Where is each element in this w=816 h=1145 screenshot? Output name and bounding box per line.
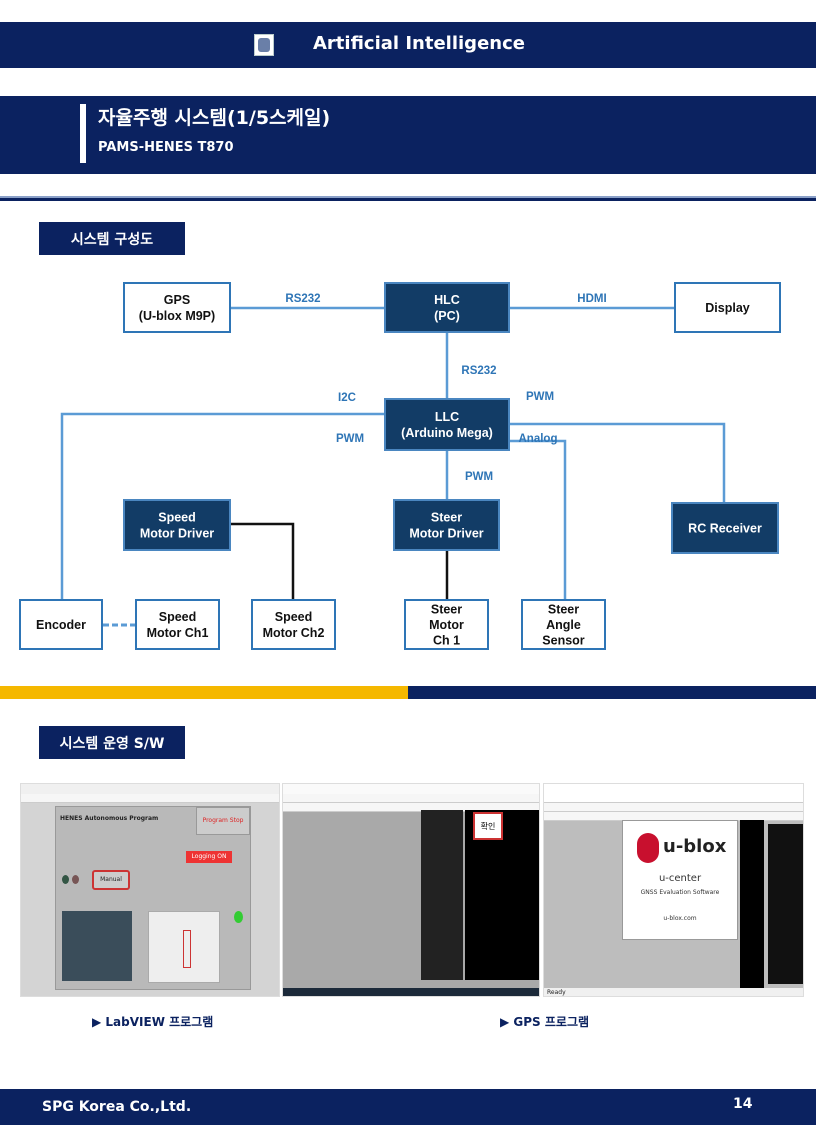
section-label-architecture: 시스템 구성도 [39, 222, 185, 255]
manual-button[interactable]: Manual [92, 870, 130, 890]
link-label-llc-encoder: I2C [338, 392, 356, 404]
gps-monitor-screenshot: 확인 [282, 783, 540, 997]
divider-navy [408, 686, 816, 699]
section-label-software: 시스템 운영 S/W [39, 726, 185, 759]
link-label-gps-hlc: RS232 [285, 293, 320, 305]
node-display [674, 282, 781, 333]
node-label: LLC [435, 410, 459, 424]
node-label: Steer [431, 511, 462, 525]
page-title: 자율주행 시스템(1/5스케일) [98, 107, 331, 129]
node-label: Display [705, 301, 750, 315]
node-label: GPS [164, 293, 190, 307]
node-hlc [384, 282, 510, 333]
node-label: Motor Ch2 [263, 626, 325, 640]
node-label: Sensor [542, 634, 585, 648]
ucenter-splash: u-blox u-center GNSS Evaluation Software… [622, 820, 738, 940]
node-encoder [19, 599, 103, 650]
node-speed-ch2 [251, 599, 336, 650]
llc-encoder-link [60, 412, 385, 600]
title-band [0, 96, 816, 174]
link-label-hlc-display: HDMI [577, 293, 606, 305]
divider [0, 198, 816, 201]
node-label: HLC [434, 293, 460, 307]
speed-driver-ch2-link [230, 522, 295, 600]
emblem-icon [254, 34, 274, 56]
node-label: Steer [548, 603, 579, 617]
caption-gps: ▶ GPS 프로그램 [500, 1015, 590, 1029]
labview-screenshot: HENES Autonomous Program Program Stop Lo… [20, 783, 280, 997]
category-title: Artificial Intelligence [313, 33, 525, 54]
caption-labview: ▶ LabVIEW 프로그램 [92, 1015, 214, 1029]
node-label: (Arduino Mega) [401, 426, 493, 440]
node-label: RC Receiver [688, 522, 762, 536]
llc-rc-link [509, 422, 726, 503]
status-bar: Ready [544, 988, 803, 996]
node-speed-driver [123, 499, 231, 551]
title-accent-bar [80, 104, 86, 163]
divider-yellow [0, 686, 408, 699]
node-label: Motor [429, 618, 464, 632]
node-steer-sensor [521, 599, 606, 650]
node-label: Steer [431, 603, 462, 617]
node-gps [123, 282, 231, 333]
node-label: Encoder [36, 618, 86, 632]
footer-bar [0, 1089, 816, 1125]
link-label-llc-rc: PWM [526, 391, 554, 403]
node-label: Speed [159, 610, 197, 624]
product-site: u-blox.com [663, 915, 697, 922]
ucenter-screenshot: u-blox u-center GNSS Evaluation Software… [543, 783, 804, 997]
link-label-llc-speed: PWM [336, 433, 364, 445]
link-label-llc-sensor: Analog [519, 433, 558, 445]
confirm-label: 확인 [473, 812, 503, 840]
node-label: Motor Ch1 [147, 626, 209, 640]
product-tagline: GNSS Evaluation Software [640, 889, 720, 896]
llc-sensor-link [509, 439, 567, 600]
node-steer-driver [393, 499, 500, 551]
node-label: Motor Driver [140, 527, 214, 541]
logging-button[interactable]: Logging ON [186, 851, 232, 863]
node-rc [671, 502, 779, 554]
program-stop-button[interactable]: Program Stop [196, 807, 250, 835]
footer-company: SPG Korea Co.,Ltd. [42, 1099, 192, 1115]
node-label: Motor Driver [409, 527, 483, 541]
link-label-llc-steer: PWM [465, 471, 493, 483]
node-label: Angle [546, 618, 581, 632]
node-label: Ch 1 [433, 634, 460, 648]
product-name: u-center [658, 873, 702, 884]
top-header-bar [0, 22, 816, 68]
divider [0, 196, 816, 198]
node-label: (U-blox M9P) [139, 309, 215, 323]
program-title: HENES Autonomous Program [60, 815, 159, 822]
page-number: 14 [733, 1096, 753, 1112]
node-label: (PC) [434, 309, 460, 323]
node-steer-ch1 [404, 599, 489, 650]
ublox-logo: u-blox [663, 836, 727, 857]
page-subtitle: PAMS-HENES T870 [98, 140, 234, 155]
node-label: Speed [158, 511, 196, 525]
node-llc [384, 398, 510, 451]
node-label: Speed [275, 610, 313, 624]
node-speed-ch1 [135, 599, 220, 650]
link-label-hlc-llc: RS232 [461, 365, 496, 377]
